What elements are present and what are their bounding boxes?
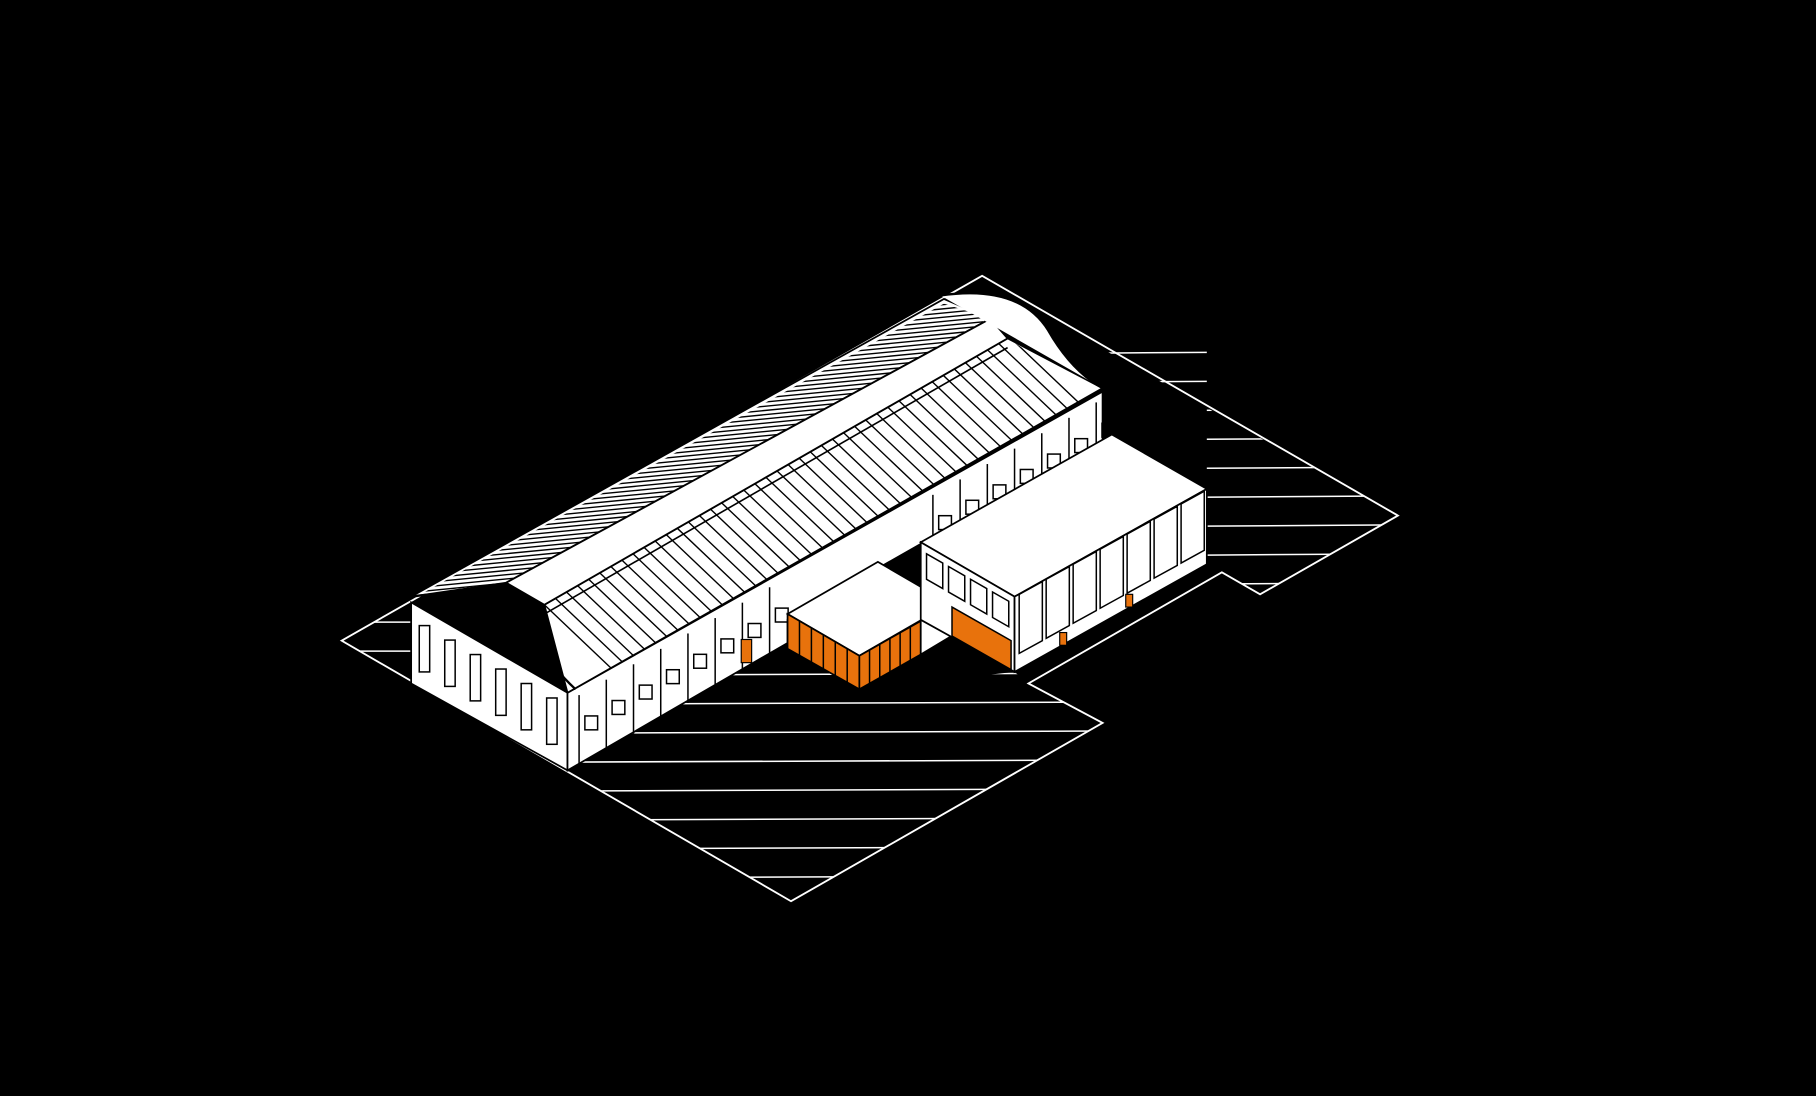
roof-batten — [732, 407, 828, 419]
roof-batten — [823, 356, 919, 368]
curtain-wall-panel — [1180, 489, 1206, 565]
gable-curve-front — [410, 592, 577, 691]
roof-batten — [658, 448, 754, 460]
roof-batten — [640, 458, 736, 470]
roof-batten — [576, 494, 672, 506]
facade-window — [692, 653, 708, 669]
roof-batten — [502, 535, 598, 547]
roof-batten — [548, 510, 644, 521]
roof-batten — [842, 346, 938, 358]
roof-batten — [667, 443, 764, 455]
roof-batten — [557, 504, 653, 516]
roof-batten — [759, 392, 855, 404]
roof-batten — [787, 377, 883, 388]
facade-window — [584, 715, 599, 731]
roof-batten — [429, 576, 525, 588]
roof-batten — [796, 372, 892, 383]
roof-batten — [475, 550, 571, 562]
facade-window — [720, 638, 735, 654]
facade-window — [665, 668, 681, 685]
gable-window — [418, 624, 431, 673]
side-window — [925, 552, 944, 590]
roof-batten — [447, 566, 543, 577]
roof-batten — [833, 351, 929, 363]
curtain-wall-panel — [1126, 520, 1152, 595]
gable-window — [469, 653, 482, 702]
roof-batten — [915, 305, 991, 317]
parking-stripe — [1100, 379, 1398, 384]
roof-ridge — [504, 317, 1010, 606]
roof-batten — [594, 484, 690, 496]
roof-batten — [713, 418, 809, 429]
main-hall — [410, 292, 1116, 772]
roof-batten — [695, 428, 791, 440]
facade-window — [611, 699, 626, 716]
roof-batten — [530, 520, 626, 531]
gable-window — [494, 668, 507, 717]
roof-batten — [484, 545, 580, 557]
large-annex-door-1 — [1059, 631, 1068, 646]
parking-stripe — [567, 788, 1103, 792]
facade-window — [747, 622, 762, 639]
roof-batten — [814, 361, 910, 373]
roof-batten — [649, 453, 745, 465]
roof-batten — [750, 397, 846, 409]
roof-batten — [511, 530, 608, 542]
large-annex-door-2 — [1125, 593, 1134, 608]
large-annex-left-wall-glazing — [951, 605, 1012, 671]
roof-batten — [603, 479, 699, 491]
roof-batten — [768, 387, 864, 399]
curtain-wall-panel — [1018, 580, 1044, 655]
parking-stripe — [1100, 350, 1398, 355]
roof-batten — [878, 326, 974, 337]
main-hall-left-wall — [410, 600, 569, 772]
roof-batten — [456, 561, 553, 572]
roof-batten — [539, 515, 635, 526]
roof-batten — [805, 367, 901, 378]
roof-batten — [897, 315, 991, 327]
roof-batten — [521, 525, 617, 537]
roof-batten — [612, 474, 708, 485]
curtain-wall-panel — [1153, 505, 1179, 580]
gable-window — [520, 682, 533, 731]
roof-batten — [888, 321, 984, 332]
roof-batten — [585, 489, 681, 501]
roof-batten — [860, 336, 956, 348]
side-window — [969, 577, 988, 616]
roof-batten — [438, 571, 534, 583]
parking-stripe — [567, 875, 1103, 879]
roof-batten — [622, 469, 718, 480]
parking-stripe — [567, 846, 1103, 850]
roof-batten — [567, 499, 663, 511]
parking-stripe — [567, 817, 1103, 821]
roof-batten — [631, 464, 727, 475]
roof-batten — [741, 402, 837, 414]
gable-window — [545, 697, 558, 746]
roof-batten — [466, 556, 562, 567]
roof-batten — [493, 540, 589, 552]
facade-window — [638, 684, 653, 700]
roof-batten — [777, 382, 874, 394]
side-window — [947, 565, 966, 603]
curtain-wall-panel — [1099, 535, 1125, 610]
gable-curve-back — [940, 292, 1104, 390]
roof-batten — [869, 331, 965, 342]
roof-batten — [677, 438, 773, 450]
roof-batten — [851, 341, 947, 353]
gable-window — [443, 639, 456, 688]
roof-batten — [722, 413, 819, 424]
curtain-wall-panel — [1072, 550, 1098, 625]
main-hall-door — [740, 638, 753, 664]
site-outline — [339, 274, 1400, 903]
curtain-wall-panel — [1045, 565, 1071, 640]
side-window — [991, 590, 1010, 629]
roof-batten — [686, 433, 782, 445]
large-annex — [918, 433, 1209, 674]
parking-stripe — [567, 759, 1103, 764]
roof-batten — [704, 423, 800, 434]
